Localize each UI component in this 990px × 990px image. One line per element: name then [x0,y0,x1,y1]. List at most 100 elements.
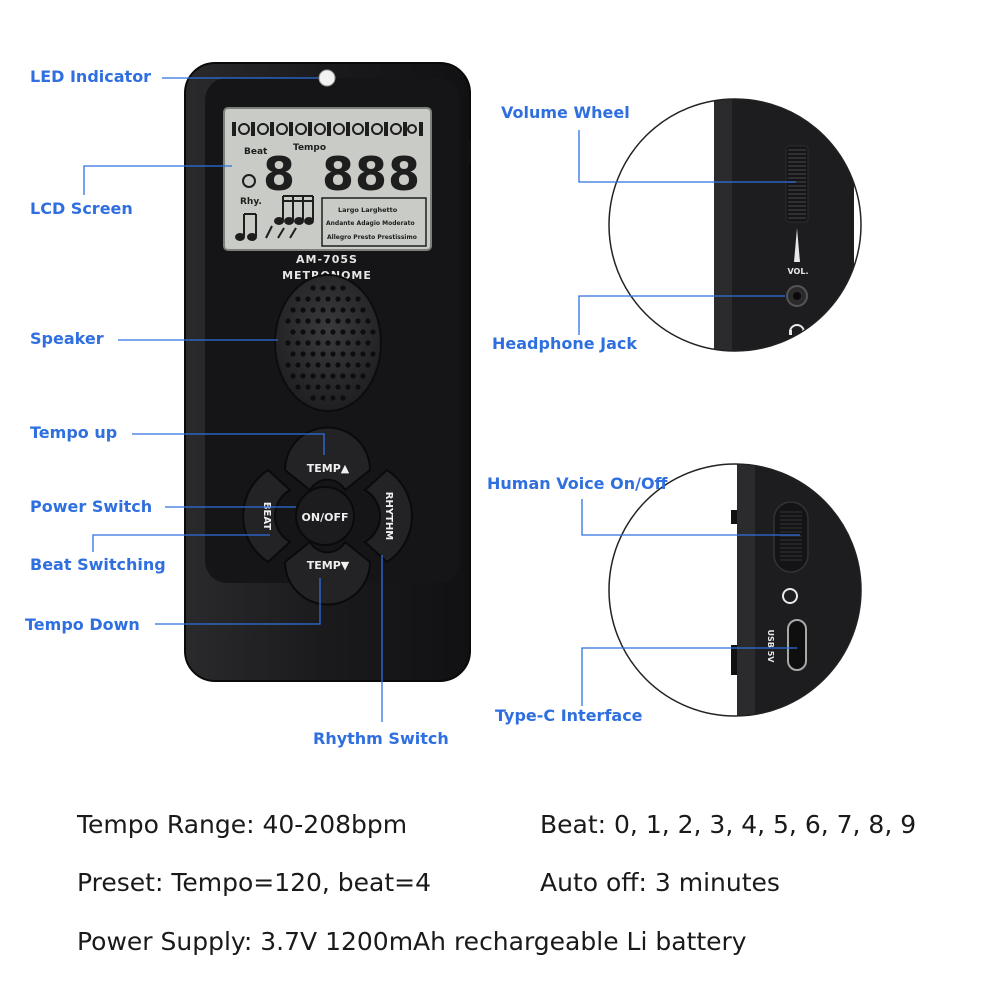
speaker-hole [305,296,311,302]
speaker-hole [310,395,316,401]
speaker-hole [340,307,346,313]
side-view-top: VOL. [608,98,862,352]
speaker-hole [290,351,296,357]
speaker-hole [355,340,361,346]
speaker-hole [365,340,371,346]
speaker-hole [340,395,346,401]
speaker-hole [330,373,336,379]
button-cluster [242,426,413,606]
speaker-hole [315,296,321,302]
tempo-down-button[interactable]: TEMP▼ [307,559,350,572]
speaker-hole [315,362,321,368]
spec-power-supply: Power Supply: 3.7V 1200mAh rechargeable … [77,927,747,956]
speaker-hole [320,395,326,401]
voice-icon [242,174,256,188]
speaker-hole [330,395,336,401]
speaker-hole [345,296,351,302]
lcd-rhythm-label: Rhy. [240,197,262,207]
speaker-hole [340,351,346,357]
callout-type-c: Type-C Interface [495,706,643,725]
speaker-hole [285,362,291,368]
speaker-hole [320,351,326,357]
speaker-hole [295,318,301,324]
spec-tempo-range: Tempo Range: 40-208bpm [77,810,408,839]
speaker-hole [355,362,361,368]
rhythm-button[interactable]: RHYTHM [383,492,394,541]
speaker-hole [340,373,346,379]
spec-auto-off: Auto off: 3 minutes [540,868,780,897]
speaker-hole [350,329,356,335]
callout-tempo-up: Tempo up [30,423,118,442]
speaker-hole [320,329,326,335]
spec-preset: Preset: Tempo=120, beat=4 [77,868,432,897]
model-label: AM-705S [296,253,358,266]
speaker-hole [345,340,351,346]
callout-beat-switching: Beat Switching [30,555,166,574]
led-indicator [318,69,336,87]
speaker-hole [325,384,331,390]
speaker-hole [295,340,301,346]
speaker-hole [325,318,331,324]
speaker-hole [290,329,296,335]
speaker-hole [310,329,316,335]
speaker-hole [340,329,346,335]
speaker-hole [320,307,326,313]
speaker-hole [350,307,356,313]
speaker-hole [355,318,361,324]
power-button[interactable]: ON/OFF [302,511,349,524]
speaker-hole [335,296,341,302]
lcd-beat-label: Beat [244,147,268,157]
callout-power-switch: Power Switch [30,497,153,516]
lcd-tempo-terms-2: Andante Adagio Moderato [326,220,415,227]
speaker-hole [355,296,361,302]
speaker-grille [274,274,382,412]
speaker-hole [360,373,366,379]
speaker-hole [365,362,371,368]
speaker-hole [315,384,321,390]
lcd-tempo-label: Tempo [293,143,326,153]
callout-volume-wheel: Volume Wheel [501,103,630,122]
speaker-hole [360,329,366,335]
speaker-hole [370,329,376,335]
speaker-hole [305,362,311,368]
voice-icon-side [782,588,798,604]
speaker-hole [300,351,306,357]
speaker-hole [330,329,336,335]
beat-button[interactable]: BEAT [261,502,272,530]
speaker-hole [290,373,296,379]
rhythm-notes-icon [235,195,314,241]
speaker-hole [295,362,301,368]
speaker-hole [300,329,306,335]
speaker-hole [315,318,321,324]
speaker-hole [350,373,356,379]
speaker-hole [295,296,301,302]
speaker-hole [345,362,351,368]
speaker-hole [365,318,371,324]
speaker-hole [320,373,326,379]
speaker-hole [335,384,341,390]
speaker-hole [360,307,366,313]
speaker-hole [290,307,296,313]
speaker-hole [300,373,306,379]
speaker-hole [305,384,311,390]
speaker-hole [310,307,316,313]
spec-beat: Beat: 0, 1, 2, 3, 4, 5, 6, 7, 8, 9 [540,810,917,839]
speaker-hole [345,384,351,390]
speaker-hole [335,340,341,346]
callout-human-voice: Human Voice On/Off [487,474,668,493]
volume-wheel [785,145,809,223]
leader-lines [83,77,800,722]
speaker-hole [330,285,336,291]
lcd-tempo-terms-1: Largo Larghetto [338,206,398,214]
speaker-hole [285,318,291,324]
callout-led-indicator: LED Indicator [30,67,152,86]
speaker-hole [335,318,341,324]
metronome-device: Beat Tempo 8 888 Rhy. Largo Larghetto [184,62,471,682]
volume-label: VOL. [788,267,809,276]
speaker-hole [300,307,306,313]
lcd-tempo-terms-3: Allegro Presto Prestissimo [327,234,417,241]
speaker-hole [330,307,336,313]
usb-label: USB 5V [766,630,775,664]
tempo-up-button[interactable]: TEMP▲ [307,462,350,475]
